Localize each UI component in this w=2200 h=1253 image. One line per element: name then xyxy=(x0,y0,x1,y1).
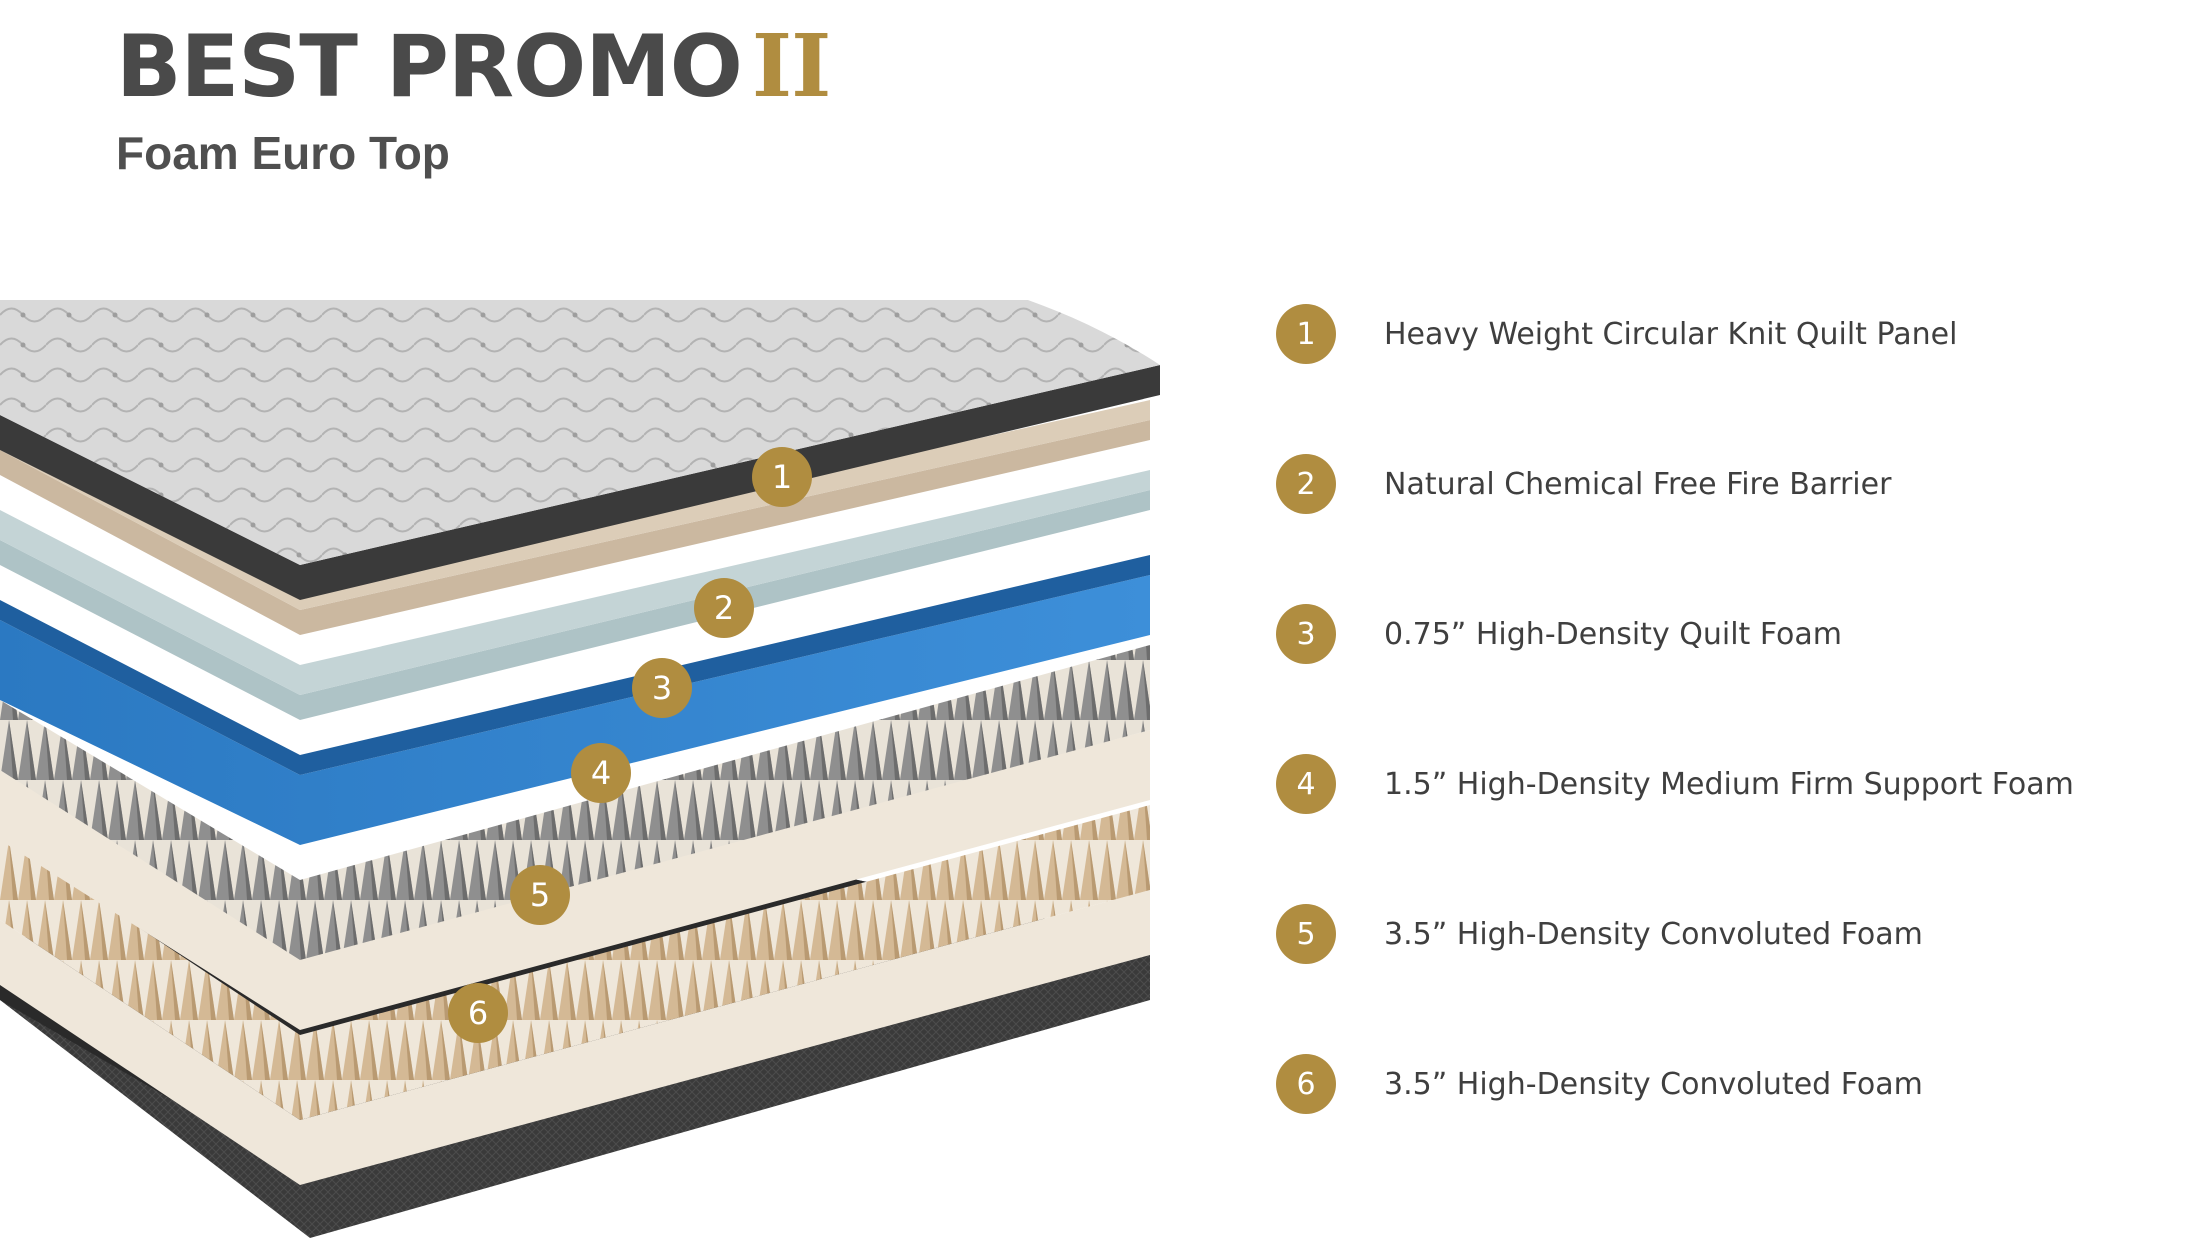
callout-3-number: 3 xyxy=(652,669,672,707)
legend-item-5: 5 3.5” High-Density Convoluted Foam xyxy=(1276,902,1923,966)
callout-5: 5 xyxy=(510,865,570,925)
legend-label: Heavy Weight Circular Knit Quilt Panel xyxy=(1384,316,1958,352)
legend-number-badge: 4 xyxy=(1276,754,1336,814)
product-title-main: BEST PROMO xyxy=(116,17,743,117)
callout-4-number: 4 xyxy=(591,754,611,792)
legend-label: Natural Chemical Free Fire Barrier xyxy=(1384,466,1892,502)
callout-6: 6 xyxy=(448,983,508,1043)
product-title-accent: II xyxy=(751,16,831,117)
legend-label: 0.75” High-Density Quilt Foam xyxy=(1384,616,1842,652)
legend-number-badge: 3 xyxy=(1276,604,1336,664)
layer-1-quilt-panel xyxy=(0,300,1160,600)
layer-5-convoluted-foam xyxy=(0,645,1150,1030)
legend-label: 1.5” High-Density Medium Firm Support Fo… xyxy=(1384,766,2074,802)
legend-number-badge: 5 xyxy=(1276,904,1336,964)
callout-1-number: 1 xyxy=(772,458,792,496)
callout-2: 2 xyxy=(694,578,754,638)
legend-item-6: 6 3.5” High-Density Convoluted Foam xyxy=(1276,1052,1923,1116)
callout-5-number: 5 xyxy=(530,876,550,914)
layer-4-support-foam xyxy=(0,555,1150,845)
callout-6-number: 6 xyxy=(468,994,488,1032)
legend-item-4: 4 1.5” High-Density Medium Firm Support … xyxy=(1276,752,2074,816)
legend-item-1: 1 Heavy Weight Circular Knit Quilt Panel xyxy=(1276,302,1957,366)
legend-number-badge: 6 xyxy=(1276,1054,1336,1114)
legend-number-badge: 1 xyxy=(1276,304,1336,364)
callout-3: 3 xyxy=(632,658,692,718)
legend-number-badge: 2 xyxy=(1276,454,1336,514)
legend-item-3: 3 0.75” High-Density Quilt Foam xyxy=(1276,602,1842,666)
mattress-layers-illustration: 1 2 3 4 5 6 xyxy=(0,300,1160,1238)
callout-2-number: 2 xyxy=(714,589,734,627)
legend-item-2: 2 Natural Chemical Free Fire Barrier xyxy=(1276,452,1891,516)
legend-label: 3.5” High-Density Convoluted Foam xyxy=(1384,1066,1923,1102)
callout-1: 1 xyxy=(752,447,812,507)
callout-4: 4 xyxy=(571,743,631,803)
legend-label: 3.5” High-Density Convoluted Foam xyxy=(1384,916,1923,952)
product-subtitle: Foam Euro Top xyxy=(116,127,450,179)
